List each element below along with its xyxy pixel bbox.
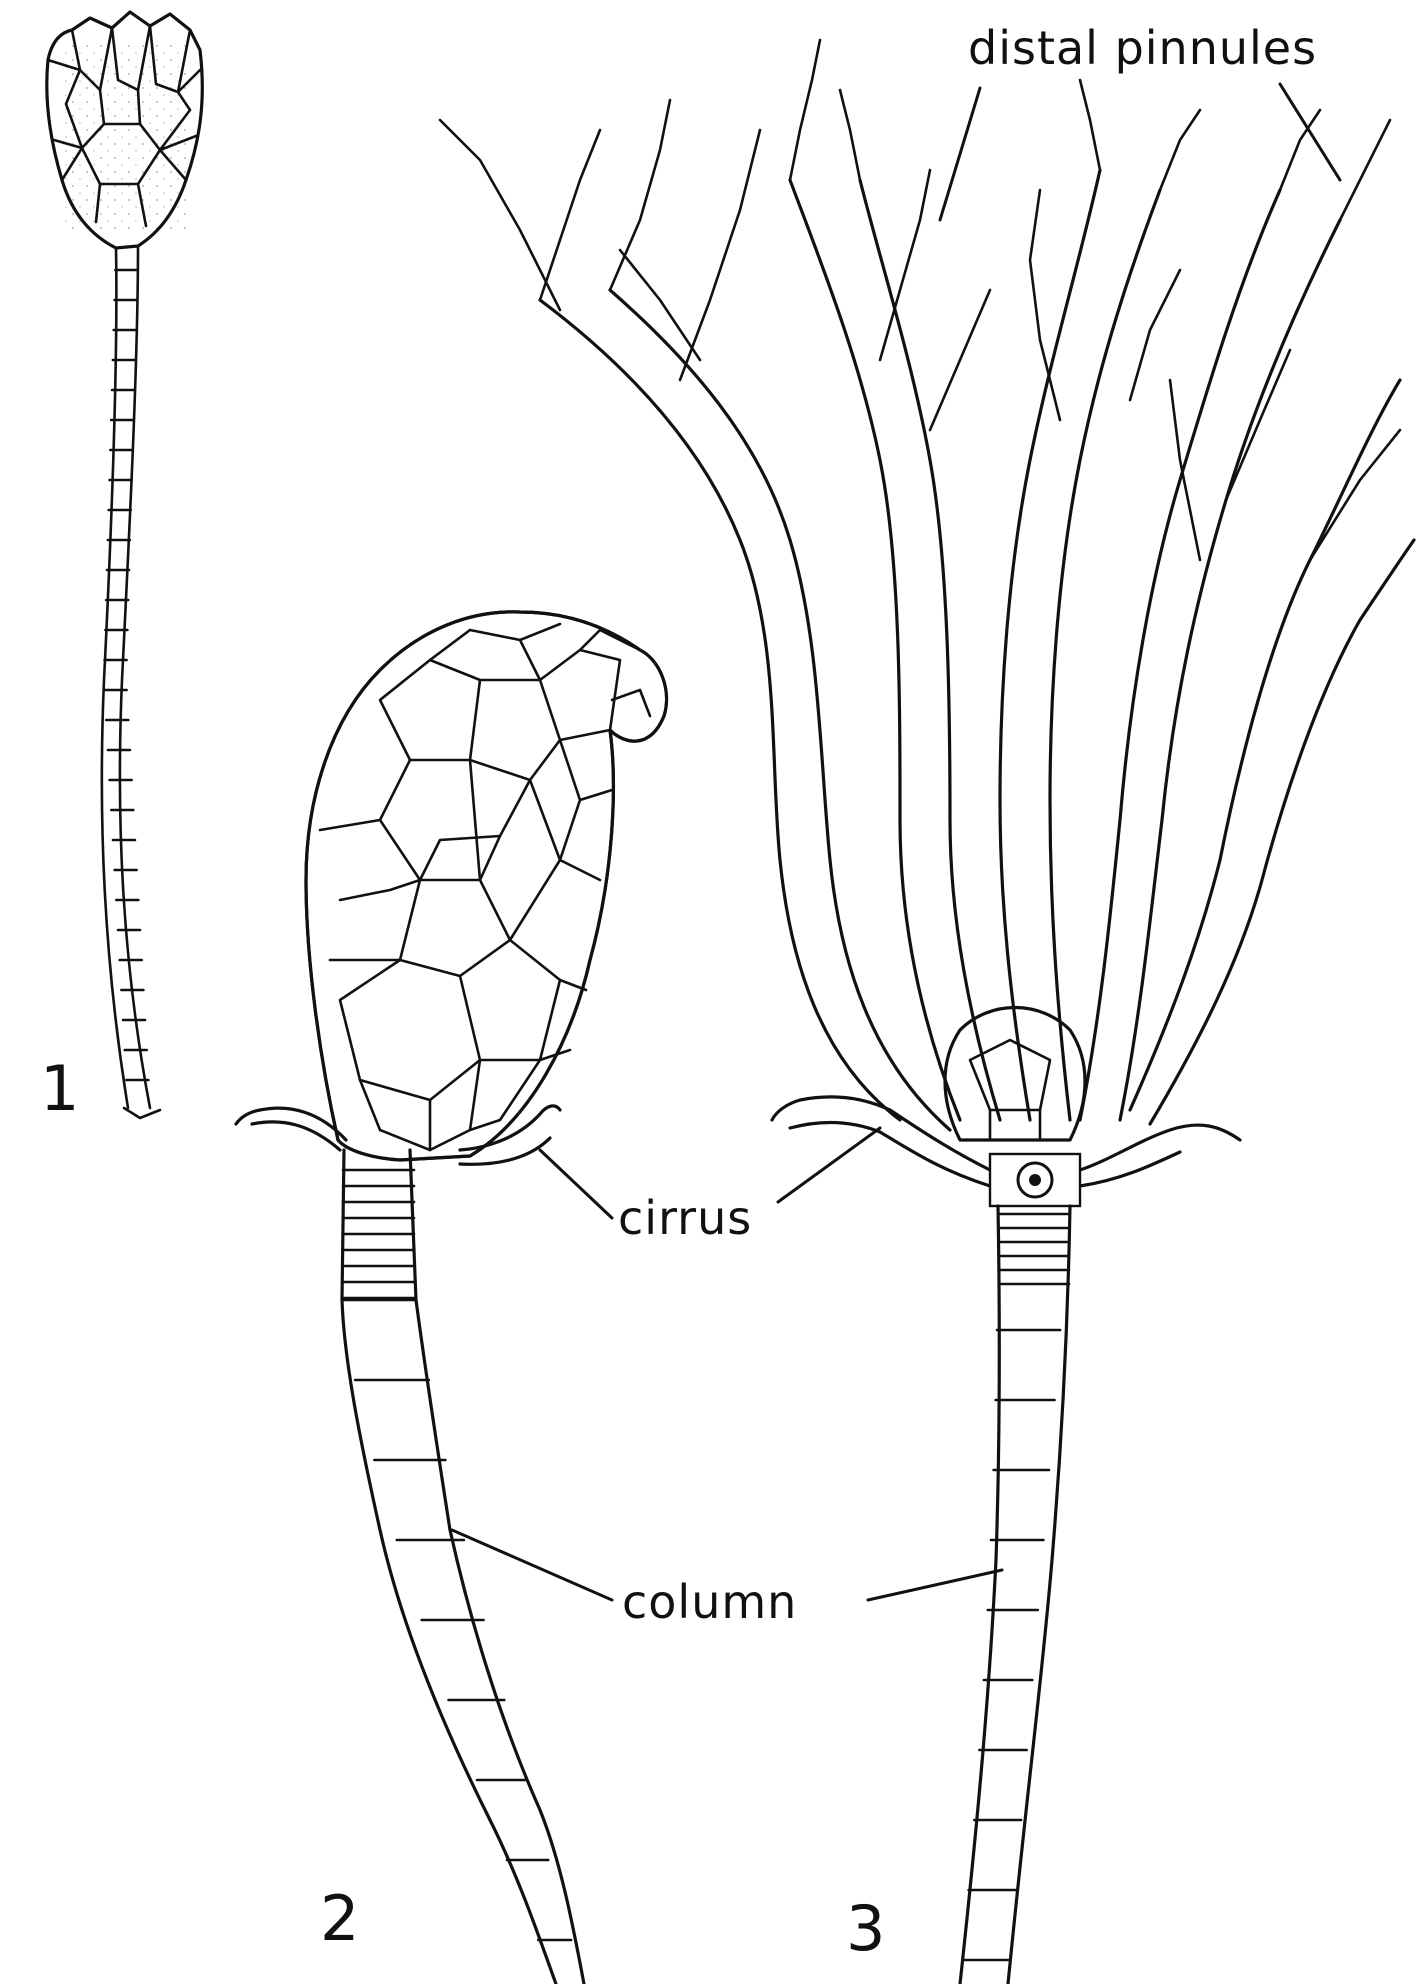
leader-distal-pinnules-1: [940, 88, 980, 220]
leader-column-2: [452, 1530, 612, 1600]
label-cirrus: cirrus: [618, 1191, 752, 1245]
specimen-1-stem: [102, 246, 160, 1118]
specimen-1: [47, 12, 203, 1118]
specimen-2: [236, 612, 667, 1984]
figure-number-2: 2: [320, 1882, 359, 1955]
specimen-3: [440, 40, 1414, 1984]
leader-cirrus-3: [778, 1128, 880, 1202]
specimen-3-centrodorsal: [990, 1154, 1080, 1206]
specimen-2-cirri: [236, 1106, 560, 1164]
specimen-3-pinnules: [440, 40, 1400, 560]
specimen-3-stem: [960, 1206, 1070, 1984]
figure-number-1: 1: [40, 1052, 79, 1125]
specimen-2-crown: [306, 612, 667, 1160]
leader-cirrus-2: [540, 1150, 612, 1218]
specimen-1-stem-joints: [105, 270, 149, 1080]
label-column: column: [622, 1575, 797, 1629]
specimen-1-calyx: [47, 12, 203, 248]
figure-number-3: 3: [846, 1892, 885, 1965]
label-distal-pinnules: distal pinnules: [968, 21, 1317, 75]
specimen-3-arms: [540, 170, 1414, 1130]
leader-column-3: [868, 1570, 1002, 1600]
specimen-3-stem-joints: [962, 1214, 1069, 1960]
